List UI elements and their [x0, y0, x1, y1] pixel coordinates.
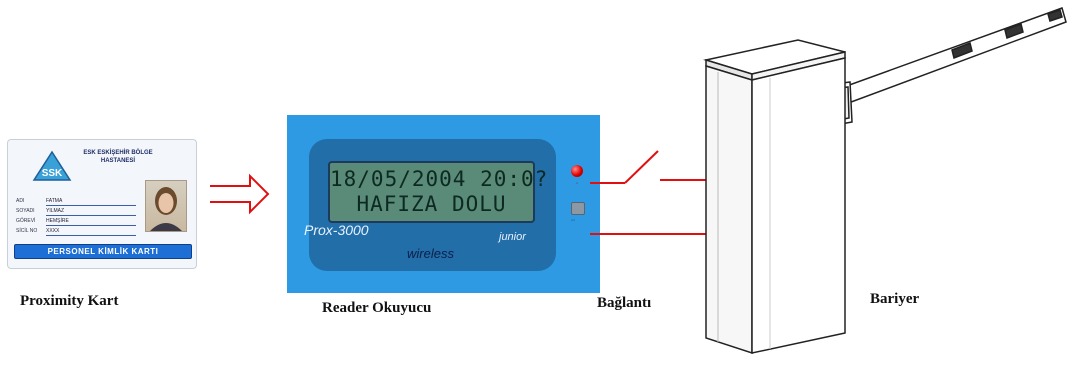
switch-contact-icon: [625, 151, 658, 183]
label-proximity-card: Proximity Kart: [20, 293, 118, 310]
barrier-gate: [680, 0, 1067, 368]
label-connection: Bağlantı: [597, 295, 651, 312]
barrier-arm: [830, 8, 1066, 108]
label-barrier: Bariyer: [870, 291, 919, 308]
barrier-cabinet: [706, 40, 845, 353]
label-reader: Reader Okuyucu: [322, 300, 431, 317]
